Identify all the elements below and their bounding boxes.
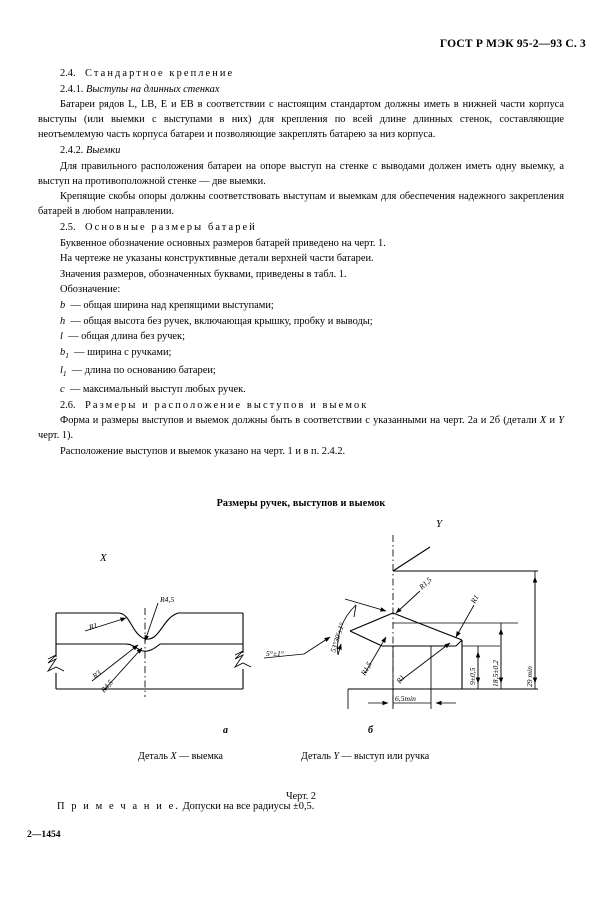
definition-text: — общая длина без ручек; [68,331,185,343]
subcaption-b: б [368,725,373,736]
detail-caption-x-letter: X [170,751,177,762]
definition-text: — длина по основанию батареи; [71,365,216,377]
definition-item: l — общая длина без ручек; [38,329,564,344]
definition-text: — общая высота без ручек, включающая кры… [70,315,373,327]
definition-text: — общая ширина над крепящими выступами; [70,299,274,311]
note-text: Допуски на все радиусы ±0,5. [180,801,315,812]
definition-subscript: 1 [65,350,69,360]
definition-item: c — максимальный выступ любых ручек. [38,382,564,397]
clause-2-6-title: Размеры и расположение выступов и выемок [85,399,369,411]
detail-caption-y-letter: Y [333,751,340,762]
detail-letter-x: X [539,415,547,427]
definition-text: — максимальный выступ любых ручек. [69,384,246,396]
clause-2-4-heading: 2.4. Стандартное крепление [38,66,564,81]
figure-title: Размеры ручек, выступов и выемок [216,498,386,509]
detail-caption-y: Деталь Y — выступ или ручка [301,751,430,762]
paragraph-2-5-c: Значения размеров, обозначенных буквами,… [60,268,347,280]
note-lead: П р и м е ч а н и е. [57,801,180,812]
clause-2-4-2-number: 2.4.2. [60,144,84,156]
dim-label-height-29: 29 min [525,666,534,687]
definition-symbol: b [60,299,66,311]
paragraph-2-5-b: На чертеже не указаны конструктивные дет… [60,253,374,265]
figure-subcaptions: а б [38,725,564,743]
definition-item: b1 — ширина с ручками; [38,345,564,363]
definition-text: — ширина с ручками; [74,346,172,358]
definition-item: b — общая ширина над крепящими выступами… [38,298,564,313]
subcaption-a: а [223,725,228,736]
running-header: ГОСТ Р МЭК 95-2—93 С. 3 [439,38,586,50]
definition-item: l1 — длина по основанию батареи; [38,363,564,381]
dim-label-r1-top: R1 [87,621,99,633]
axis-label-x: X [99,552,108,564]
dim-label-angle-53-30: 53°30'±1° [328,621,346,653]
clause-2-4-1-title: Выступы на длинных стенках [86,83,220,95]
dim-label-r3-bottom: R3 [90,668,103,681]
dim-label-angle-5: 5°±1° [266,649,284,658]
clause-2-4-1-number: 2.4.1. [60,83,84,95]
clause-2-4-2-heading: 2.4.2. Выемки [38,143,564,158]
clause-2-6-heading: 2.6. Размеры и расположение выступов и в… [38,398,564,413]
definition-symbol: l [60,331,63,343]
clause-2-5-heading: 2.5. Основные размеры батарей [38,220,564,235]
paragraph-2-6-a-mid: и [546,415,559,427]
document-body: 2.4. Стандартное крепление 2.4.1. Выступ… [38,66,564,460]
paragraph-2-6-b: Расположение выступов и выемок указано н… [60,445,346,457]
figure-2: Размеры ручек, выступов и выемок [38,498,564,802]
clause-2-4-2-title: Выемки [86,144,121,156]
figure-number: Черт. 2 [286,791,316,802]
detail-letter-y: Y [558,415,564,427]
dim-label-r1-upper: R1 [468,593,480,606]
definition-symbol: l1 [60,365,67,379]
paragraph-2-6-a-post: черт. 1). [38,430,74,442]
detail-caption-x: Деталь X — выемка [138,751,223,762]
note-block: П р и м е ч а н и е. Допуски на все ради… [57,801,314,812]
paragraph-2-5-a: Буквенное обозначение основных размеров … [60,237,386,249]
clause-2-5-number: 2.5. [60,221,76,233]
technical-drawing-svg: R1 R4,5 R3 R4,5 [46,518,538,709]
definition-symbol: h [60,315,66,327]
paragraph-2-6-a: Форма и размеры выступов и выемок должны… [38,413,564,443]
definition-item: h — общая высота без ручек, включающая к… [38,314,564,329]
folio-signature: 2—1454 [27,829,61,840]
dim-label-r45-top: R4,5 [159,595,174,604]
figure-drawing: R1 R4,5 R3 R4,5 [38,513,564,725]
clause-2-6-number: 2.6. [60,399,76,411]
dim-label-r15-upper: R1,5 [416,575,433,592]
paragraph-2-5-d: Обозначение: [60,284,121,296]
dim-label-height-9: 9±0,5 [468,667,477,685]
paragraph-2-6-a-pre: Форма и размеры выступов и выемок должны… [60,415,540,427]
definition-symbol: c [60,384,65,396]
definition-symbol: b1 [60,346,69,360]
definition-subscript: 1 [62,369,67,379]
figure-detail-captions: Деталь X — выемка Деталь Y — выступ или … [38,751,564,771]
paragraph-2-4-2-b: Крепящие скобы опоры должны соответствов… [38,191,564,218]
clause-2-4-title: Стандартное крепление [85,68,235,79]
paragraph-2-4-1: Батареи рядов L, LB, E и EB в соответств… [38,99,564,141]
dim-label-height-18-5: 18,5±0,2 [491,660,500,687]
clause-2-4-number: 2.4. [60,68,76,79]
clause-2-4-1-heading: 2.4.1. Выступы на длинных стенках [38,82,564,97]
clause-2-5-title: Основные размеры батарей [85,221,257,233]
dim-label-width-6-5: 6,5min [395,694,416,703]
axis-label-y: Y [436,518,444,530]
dim-label-r1-lower: R1 [394,673,407,686]
paragraph-2-4-2-a: Для правильного расположения батареи на … [38,160,564,187]
dim-label-r15-lower: R1,5 [358,660,373,678]
